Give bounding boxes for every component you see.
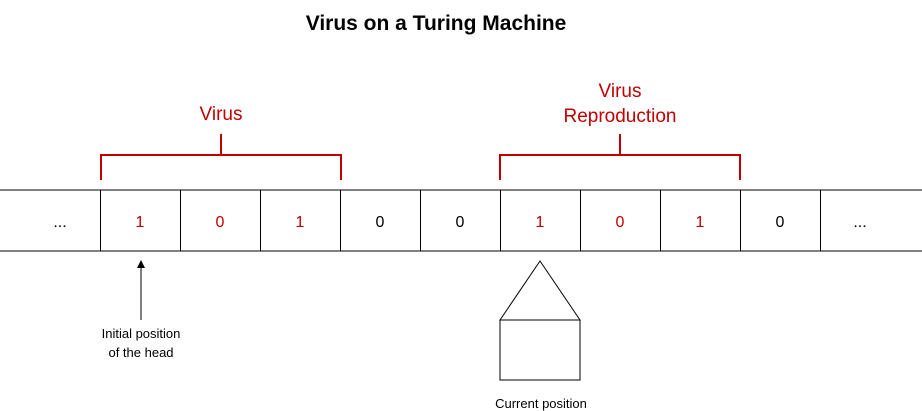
virus-bracket: Virus — [100, 104, 342, 180]
tape-cell: 0 — [216, 214, 225, 231]
tape-cell: 0 — [376, 214, 385, 231]
virus-bracket-shape — [100, 134, 342, 180]
tape: ... 1 0 1 0 0 1 0 1 0... — [0, 189, 922, 252]
virus-reproduction-bracket: Virus Reproduction — [499, 81, 741, 180]
tape-cell: 0 — [616, 214, 625, 231]
tape-cell: 1 — [296, 214, 305, 231]
current-position-label: Current position — [495, 396, 587, 411]
virus-reproduction-label-line-2: Reproduction — [563, 106, 676, 127]
virus-reproduction-bracket-shape — [499, 134, 741, 180]
tape-cell: 1 — [536, 214, 545, 231]
tape-cell: 0 — [456, 214, 465, 231]
virus-bracket-label: Virus — [200, 104, 243, 125]
tape-cell: 1 — [696, 214, 705, 231]
tape-cell: 0 — [776, 214, 785, 231]
tape-cell: ... — [53, 214, 66, 231]
initial-position-label-line-1: Initial position — [102, 326, 181, 341]
virus-reproduction-label-line-1: Virus — [599, 81, 642, 102]
head-body-box — [499, 319, 581, 381]
initial-position-label-line-2: of the head — [108, 345, 173, 360]
head-pointer-triangle — [499, 260, 581, 321]
tape-cell: 1 — [136, 214, 145, 231]
tape-cells: ... 1 0 1 0 0 1 0 1 0... — [53, 214, 866, 231]
diagram-title: Virus on a Turing Machine — [306, 12, 567, 35]
tape-dividers — [100, 190, 821, 251]
current-head-indicator: Current position — [495, 260, 587, 411]
tape-cell: ... — [853, 214, 866, 231]
initial-head-indicator: Initial position of the head — [102, 260, 181, 360]
